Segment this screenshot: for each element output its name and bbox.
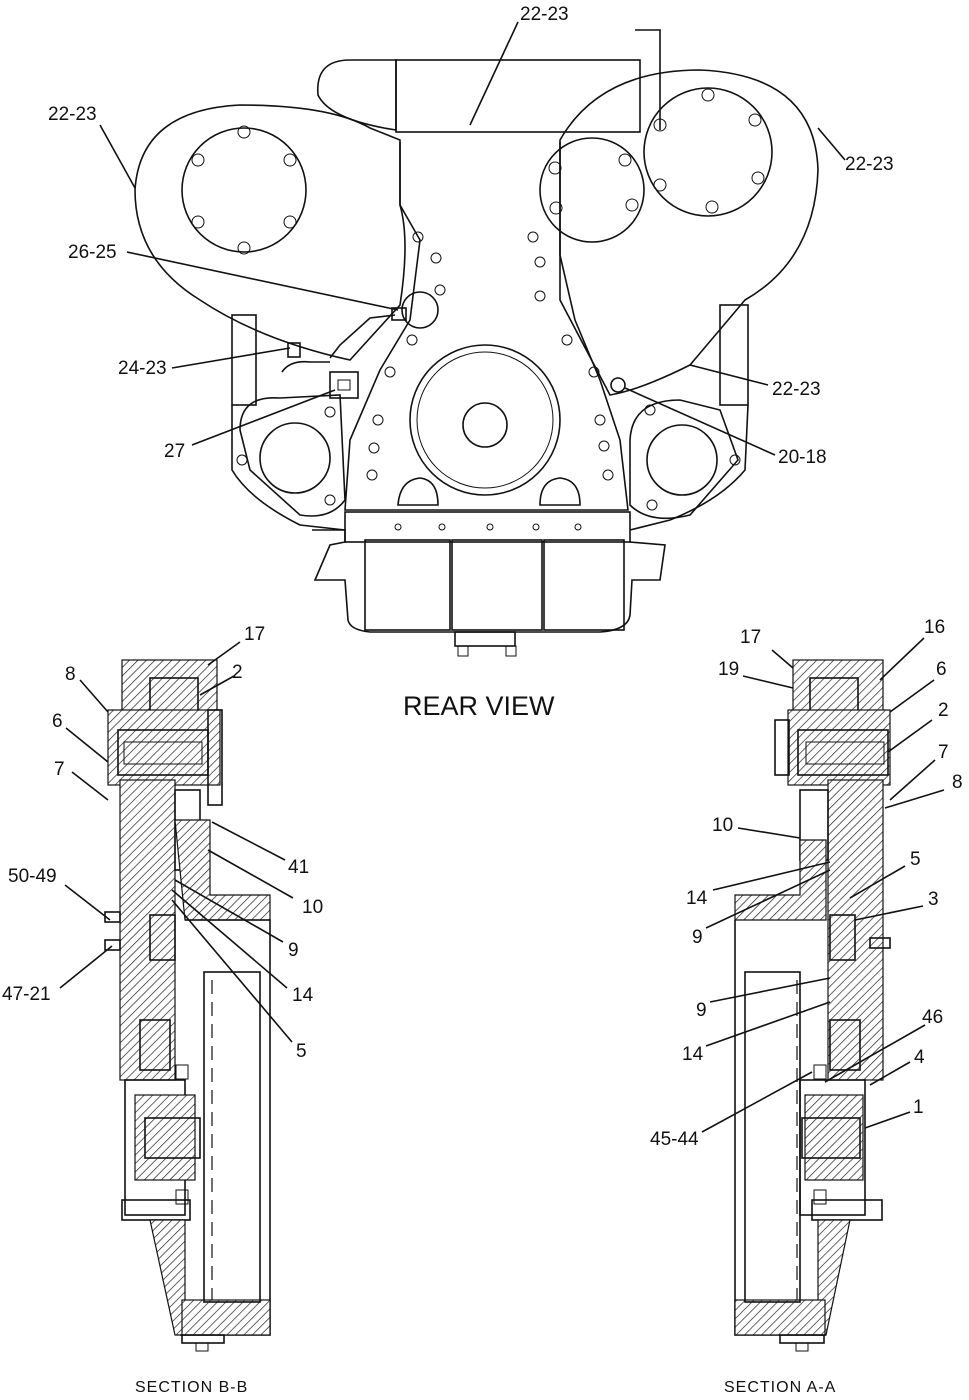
callout-9: 9	[692, 927, 703, 948]
section-bb-labels: 17 8 2 6 7 41 10 50-49 9 14 47-21 5	[2, 624, 323, 1062]
section-aa-drawing	[734, 659, 891, 1352]
callout-10: 10	[712, 815, 733, 836]
callout-5: 5	[910, 849, 921, 870]
callout-9: 9	[696, 1000, 707, 1021]
callout-14: 14	[686, 888, 708, 909]
callout-22-23-top: 22-23	[520, 4, 569, 25]
section-bb-caption: SECTION B-B	[135, 1379, 248, 1396]
callout-22-23-left: 22-23	[48, 104, 97, 125]
callout-19: 19	[718, 659, 739, 680]
callout-41: 41	[288, 857, 309, 878]
callout-47-21: 47-21	[2, 984, 51, 1005]
callout-9: 9	[288, 940, 299, 961]
callout-45-44: 45-44	[650, 1129, 699, 1150]
callout-22-23-lower: 22-23	[772, 379, 821, 400]
callout-1: 1	[913, 1097, 924, 1118]
callout-5: 5	[296, 1041, 307, 1062]
callout-16: 16	[924, 617, 945, 638]
callout-2: 2	[938, 700, 949, 721]
callout-4: 4	[914, 1047, 925, 1068]
callout-3: 3	[928, 889, 939, 910]
rear-view-title: REAR VIEW	[403, 691, 555, 721]
leader-lines	[59, 21, 945, 1133]
callout-6: 6	[936, 659, 947, 680]
callout-22-23-right: 22-23	[845, 154, 894, 175]
section-aa-caption: SECTION A-A	[724, 1379, 836, 1396]
callout-24-23: 24-23	[118, 358, 167, 379]
callout-50-49: 50-49	[8, 866, 57, 887]
callout-17: 17	[244, 624, 265, 645]
callout-46: 46	[922, 1007, 943, 1028]
callout-10: 10	[302, 897, 323, 918]
callout-14: 14	[682, 1044, 704, 1065]
callout-26-25: 26-25	[68, 242, 117, 263]
callout-2: 2	[232, 662, 243, 683]
callout-7: 7	[54, 759, 65, 780]
rear-view-labels: 22-23 22-23 22-23 26-25 24-23 22-23 27 2…	[48, 4, 894, 468]
rear-view-engine	[134, 29, 819, 657]
section-aa-labels: 17 16 19 6 2 7 8 10 5 14 3 9 9 14 46 4 1…	[650, 617, 963, 1150]
callout-20-18: 20-18	[778, 447, 827, 468]
callout-7: 7	[938, 742, 949, 763]
callout-17: 17	[740, 627, 761, 648]
section-bb-drawing	[104, 659, 271, 1352]
callout-14: 14	[292, 985, 314, 1006]
callout-8: 8	[65, 664, 76, 685]
callout-6: 6	[52, 711, 63, 732]
callout-27: 27	[164, 441, 185, 462]
callout-8: 8	[952, 772, 963, 793]
